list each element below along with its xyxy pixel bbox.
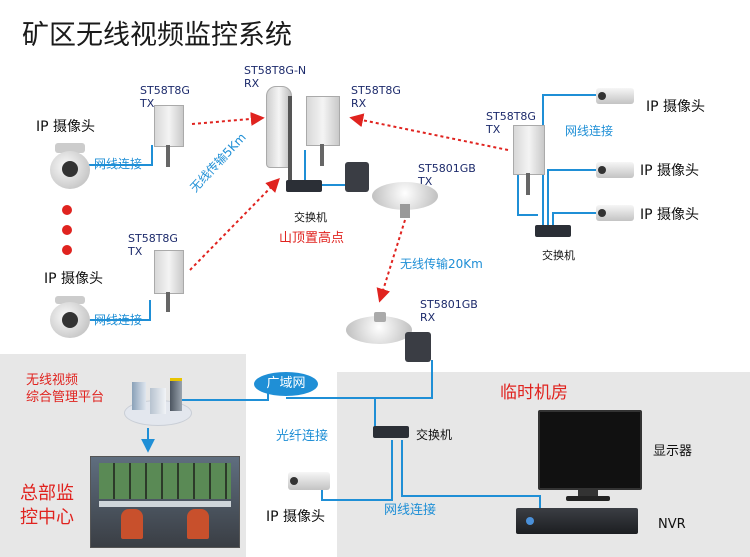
dome-camera-icon-bottom [50, 296, 92, 340]
red-dot-3 [62, 245, 72, 255]
ip-camera-label-2: IP 摄像头 [44, 271, 104, 287]
label-tx-left-top: ST58T8G TX [140, 84, 190, 110]
ip-camera-label-6: IP 摄像头 [266, 509, 326, 525]
label-tx-right: ST58T8G TX [486, 110, 536, 136]
display-label: 显示器 [653, 444, 693, 459]
label-gb-rx: ST5801GB RX [420, 298, 478, 324]
wan-cloud: 广域网 [254, 372, 318, 396]
temp-room-label: 临时机房 [500, 383, 568, 403]
ip-camera-label-3: IP 摄像头 [646, 99, 706, 115]
red-dot-2 [62, 225, 72, 235]
wired-link-label-1: 网线连接 [94, 157, 143, 171]
dome-camera-icon-top [50, 143, 92, 191]
wireless-link-top-left [191, 111, 265, 126]
radio-unit-gb-tx [345, 162, 369, 192]
label-tx-left-bottom: ST58T8G TX [128, 232, 178, 258]
hq-label: 总部监 控中心 [20, 483, 74, 528]
antenna-tx-left-top [148, 105, 188, 167]
fiber-link-label: 光纤连接 [276, 429, 329, 444]
wired-link-label-4: 网线连接 [384, 503, 437, 518]
bullet-camera-icon-2 [596, 160, 638, 180]
switch-right-label: 交换机 [542, 249, 575, 262]
radio-unit-gb-rx [405, 332, 431, 362]
wireless-link-bottom-left [189, 177, 280, 271]
nvr-device [516, 508, 638, 534]
page-title: 矿区无线视频监控系统 [22, 20, 292, 51]
ip-camera-label-5: IP 摄像头 [640, 207, 700, 223]
sector-antenna-rx-n [262, 86, 302, 182]
bullet-camera-icon-4 [288, 470, 334, 492]
monitor-icon [538, 410, 642, 502]
bullet-camera-icon-3 [596, 203, 638, 223]
switch-temp-room-label: 交换机 [416, 428, 453, 442]
server-cluster-icon [124, 374, 192, 426]
dish-antenna-gb-rx [346, 312, 416, 354]
antenna-tx-left-bottom [148, 250, 188, 312]
monitoring-room-photo [90, 456, 240, 548]
switch-hilltop-label: 交换机 [294, 211, 327, 224]
wireless-link-20km [376, 219, 406, 303]
wired-link-label-2: 网线连接 [94, 313, 143, 327]
wireless-link-right [349, 113, 509, 151]
wired-link-label-3: 网线连接 [565, 124, 614, 138]
label-rx-center: ST58T8G RX [351, 84, 401, 110]
wireless-20km-label: 无线传输20Km [400, 257, 483, 271]
ip-camera-label-4: IP 摄像头 [640, 163, 700, 179]
switch-right [535, 225, 571, 237]
switch-hilltop [286, 180, 322, 192]
switch-temp-room [373, 426, 409, 438]
red-dot-1 [62, 205, 72, 215]
antenna-tx-right [507, 125, 549, 195]
label-rx-n: ST58T8G-N RX [244, 64, 307, 90]
dish-antenna-gb-tx [372, 178, 440, 218]
ip-camera-label-1: IP 摄像头 [36, 119, 96, 135]
wan-label: 广域网 [266, 376, 306, 391]
antenna-rx-center [300, 96, 346, 166]
hilltop-label: 山顶置高点 [279, 231, 345, 246]
platform-label: 无线视频 综合管理平台 [26, 373, 105, 405]
bullet-camera-icon-1 [596, 86, 638, 106]
nvr-label: NVR [658, 517, 686, 532]
